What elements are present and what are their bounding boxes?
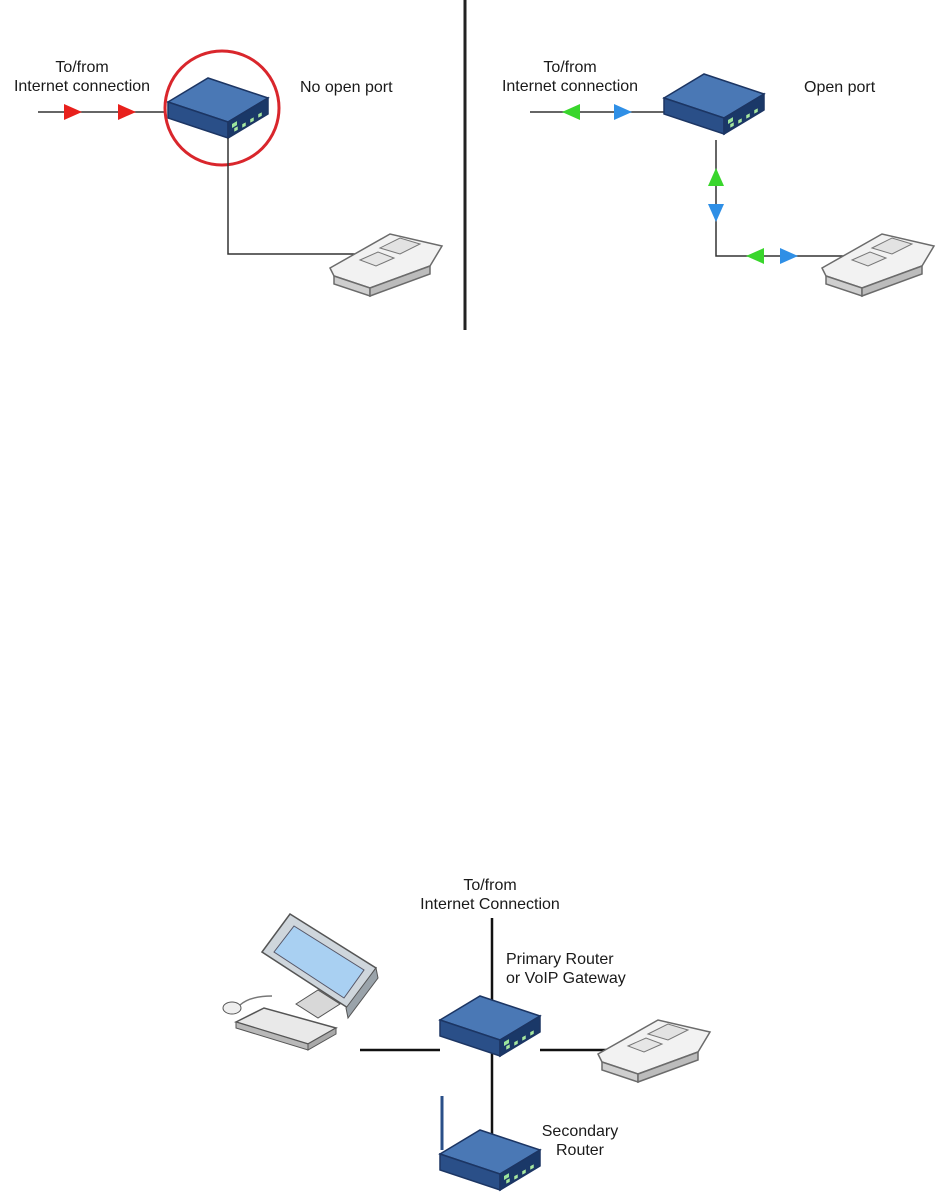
blocked-arrow-icon [64,104,82,120]
internet-link-label: To/from Internet connection [0,58,164,96]
router-icon [168,78,268,138]
outbound-arrow-icon [562,104,580,120]
outbound-arrow-icon [746,248,764,264]
phone-icon [598,1020,710,1082]
secondary-router-icon [440,1130,540,1190]
network-diagram [223,914,710,1190]
panel-open-port [530,74,934,296]
phone-icon [330,234,442,296]
primary-router-icon [440,996,540,1056]
router-icon [664,74,764,134]
blocked-arrow-icon [118,104,136,120]
outbound-arrow-icon [708,168,724,186]
status-label: No open port [300,78,393,97]
status-label: Open port [804,78,875,97]
inbound-arrow-icon [708,204,724,222]
phone-icon [822,234,934,296]
inbound-arrow-icon [614,104,632,120]
inbound-arrow-icon [780,248,798,264]
computer-icon [223,914,378,1050]
secondary-router-label: Secondary Router [530,1122,630,1160]
internet-connection-label: To/from Internet Connection [398,876,582,914]
primary-router-label: Primary Router or VoIP Gateway [506,950,626,988]
internet-link-label: To/from Internet connection [488,58,652,96]
